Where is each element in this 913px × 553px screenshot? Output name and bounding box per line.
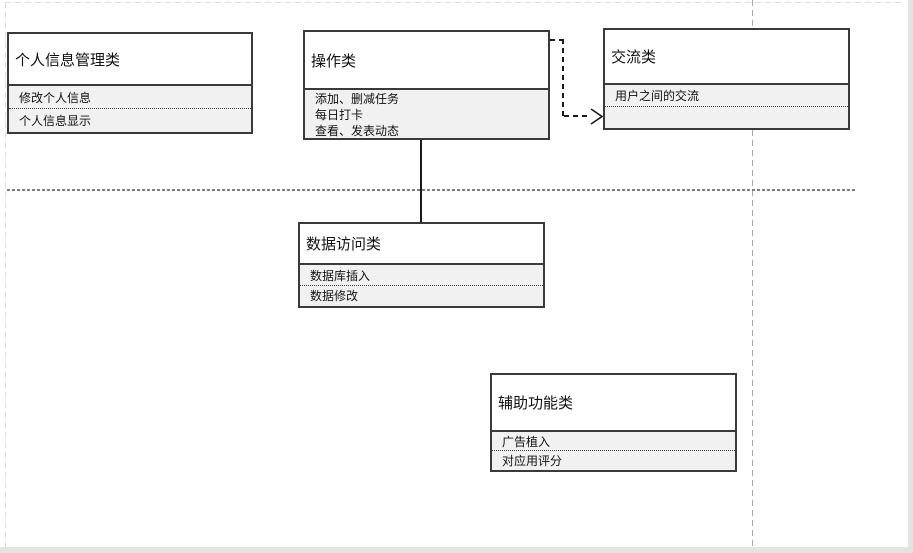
open-arrowhead-icon: [590, 108, 604, 125]
class-members: 数据库插入 数据修改: [300, 263, 543, 306]
connector-operation-to-communication-segment[interactable]: [564, 115, 591, 117]
connector-operation-to-dataaccess[interactable]: [420, 140, 422, 222]
class-member: 数据修改: [300, 285, 543, 305]
page-edge-top-dashed-line: [5, 2, 905, 3]
class-member: 对应用评分: [492, 450, 735, 469]
class-members: 修改个人信息 个人信息显示: [9, 84, 251, 132]
class-member: 数据库插入: [310, 268, 371, 283]
page-break-vertical-dashed-line: [752, 0, 753, 547]
connector-operation-to-communication-segment[interactable]: [550, 39, 564, 41]
class-box-personal-info-management[interactable]: 个人信息管理类 修改个人信息 个人信息显示: [7, 32, 253, 134]
class-title: 数据访问类: [306, 236, 382, 253]
class-members: 广告植入 对应用评分: [492, 430, 735, 470]
class-title: 辅助功能类: [498, 395, 574, 412]
class-member: 添加、删减任务: [315, 91, 400, 106]
class-member: 查看、发表动态: [315, 123, 400, 138]
class-box-communication[interactable]: 交流类 用户之间的交流: [603, 28, 850, 130]
class-member: 每日打卡: [315, 107, 364, 122]
class-members: 添加、删减任务 每日打卡 查看、发表动态: [305, 88, 548, 138]
class-box-operation[interactable]: 操作类 添加、删减任务 每日打卡 查看、发表动态: [303, 30, 550, 140]
canvas-right-edge-strip: [908, 0, 913, 553]
canvas-bottom-edge-strip: [0, 547, 913, 553]
class-title: 操作类: [311, 52, 357, 70]
page-break-horizontal-dotted-line: [7, 189, 856, 191]
class-title: 个人信息管理类: [15, 51, 121, 69]
class-title: 交流类: [611, 49, 657, 66]
page-edge-left-dashed-line: [5, 2, 6, 547]
class-member: 用户之间的交流: [615, 89, 700, 103]
class-member: [605, 106, 848, 128]
class-box-auxiliary-functions[interactable]: 辅助功能类 广告植入 对应用评分: [490, 373, 737, 472]
class-members: 用户之间的交流: [605, 83, 848, 128]
class-member: 修改个人信息: [19, 90, 92, 105]
class-member: 广告植入: [502, 434, 551, 449]
connector-operation-to-communication-segment[interactable]: [562, 39, 564, 116]
class-member: 个人信息显示: [9, 108, 251, 132]
class-box-data-access[interactable]: 数据访问类 数据库插入 数据修改: [298, 222, 545, 308]
